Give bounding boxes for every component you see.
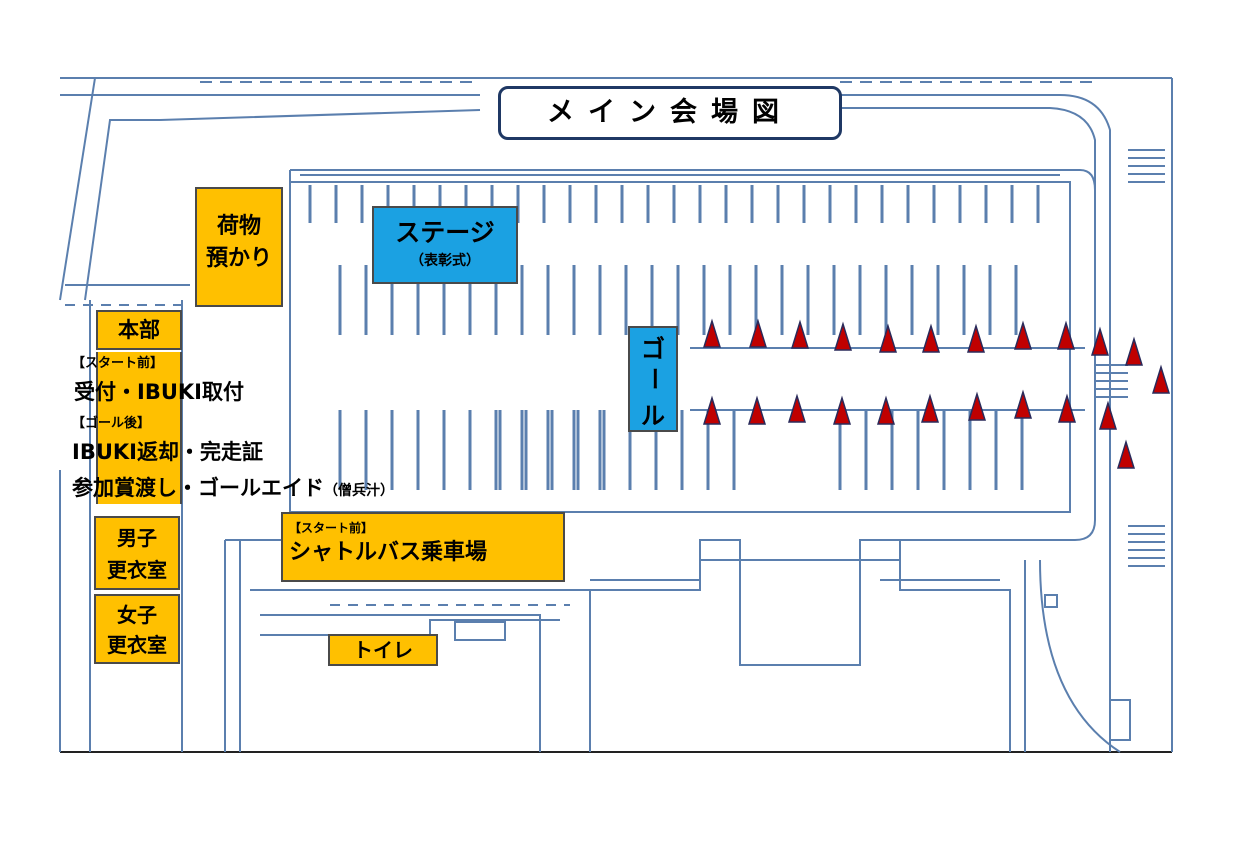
cone-icon [876,395,896,425]
cone-icon [1056,320,1076,350]
toilet-area: トイレ [328,634,438,666]
shuttle-bus-stop: 【スタート前】 シャトルバス乗車場 [281,512,565,582]
women-label-2: 更衣室 [107,633,167,657]
cone-icon [833,321,853,351]
map-title: メイン会場図 [498,86,842,140]
cone-icon [920,393,940,423]
cone-icon [1090,326,1110,356]
toilet-label: トイレ [353,638,413,662]
goal-label-1: ゴ [641,335,665,363]
cone-icon [878,323,898,353]
prize-sub-label: （僧兵汁） [324,483,394,499]
before-start-note-2: 【スタート前】 [289,521,374,535]
prize-label: 参加賞渡し・ゴールエイド（僧兵汁） [72,472,394,502]
cone-group [702,318,1171,469]
cone-icon [832,395,852,425]
cone-icon [921,323,941,353]
cone-icon [790,319,810,349]
reception-label: 受付・IBUKI取付 [74,380,244,404]
baggage-label-2: 預かり [205,246,272,271]
cone-icon [1124,336,1144,366]
baggage-label-1: 荷物 [216,214,261,239]
cone-icon [748,318,768,348]
cone-icon [966,323,986,353]
hq-label: 本部 [118,318,160,342]
goal-area: ゴ ー ル [628,326,678,432]
stage-sub-label: （表彰式） [410,253,480,269]
cone-icon [787,393,807,423]
after-goal-note: 【ゴール後】 [72,416,151,431]
prize-main-label: 参加賞渡し・ゴールエイド [72,476,324,500]
cone-icon [1098,400,1118,430]
cone-icon [1151,364,1171,394]
cone-icon [1057,393,1077,423]
baggage-area: 荷物 預かり [195,187,283,307]
cone-icon [702,395,722,425]
cone-icon [702,318,722,348]
hq-area: 本部 [96,310,182,350]
ibuki-return-label: IBUKI返却・完走証 [72,440,263,464]
hq-column [96,352,182,504]
men-label-1: 男子 [117,526,157,550]
goal-label-2: ー [639,367,667,391]
shuttle-label: シャトルバス乗車場 [289,540,488,565]
men-label-2: 更衣室 [107,558,167,582]
men-changing-room: 男子 更衣室 [94,516,180,590]
women-changing-room: 女子 更衣室 [94,594,180,664]
cone-icon [1116,439,1136,469]
hq-info: 【スタート前】 受付・IBUKI取付 【ゴール後】 IBUKI返却・完走証 参加… [68,352,488,504]
goal-label-3: ル [641,402,665,430]
cone-icon [1013,320,1033,350]
women-label-1: 女子 [117,603,157,627]
cone-icon [967,391,987,421]
cone-icon [1013,389,1033,419]
stage-label: ステージ [395,218,495,247]
cone-icon [747,395,767,425]
stage-area: ステージ （表彰式） [372,206,518,284]
before-start-note-1: 【スタート前】 [72,356,164,371]
